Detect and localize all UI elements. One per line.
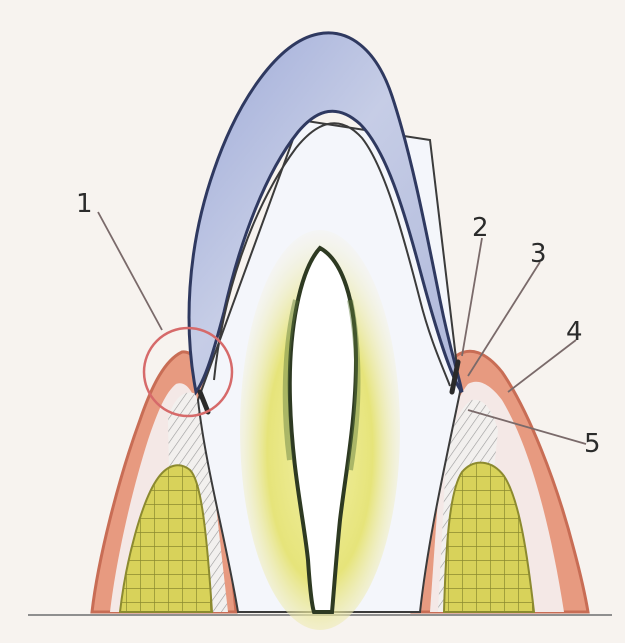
callout-label-3: 3 bbox=[530, 239, 547, 269]
callout-label-5: 5 bbox=[584, 429, 601, 459]
callout-label-1: 1 bbox=[76, 189, 93, 219]
leader-line-4 bbox=[508, 340, 576, 392]
callout-label-4: 4 bbox=[566, 317, 583, 347]
leader-line-1 bbox=[98, 212, 162, 330]
callout-label-2: 2 bbox=[472, 213, 489, 243]
tooth bbox=[189, 33, 462, 630]
leader-line-2 bbox=[462, 238, 482, 356]
leader-line-3 bbox=[468, 262, 540, 376]
